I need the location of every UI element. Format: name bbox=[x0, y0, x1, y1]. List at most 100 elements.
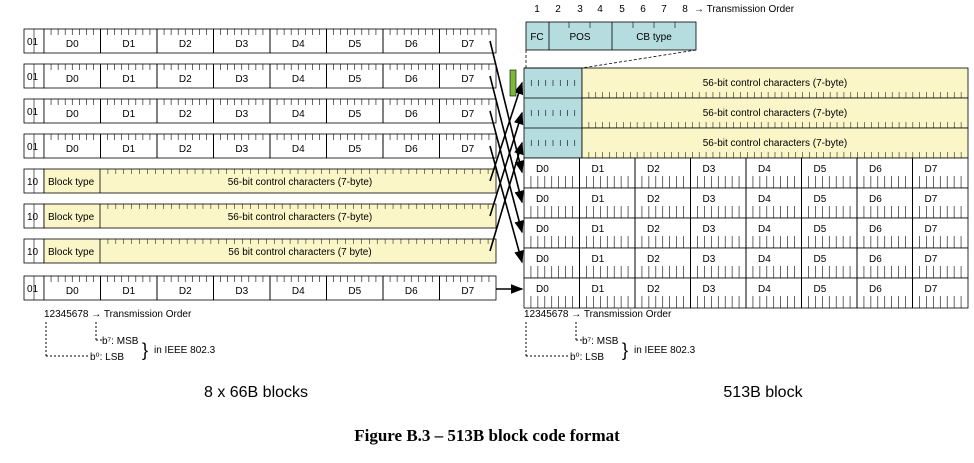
control-characters-label: 56-bit control characters (7-byte) bbox=[703, 138, 848, 149]
byte-label: D6 bbox=[869, 194, 882, 205]
bit-position-number: 7 bbox=[661, 4, 667, 15]
byte-label: D2 bbox=[179, 39, 192, 50]
block-type-label: Block type bbox=[48, 177, 95, 188]
legend-brace: } bbox=[142, 340, 148, 360]
byte-label: D7 bbox=[925, 254, 938, 265]
byte-label: D0 bbox=[536, 194, 549, 205]
byte-label: D6 bbox=[405, 109, 418, 120]
byte-label: D1 bbox=[122, 144, 135, 155]
byte-label: D3 bbox=[235, 109, 248, 120]
legend-brace: } bbox=[622, 340, 628, 360]
byte-label: D7 bbox=[461, 74, 474, 85]
byte-label: D6 bbox=[405, 144, 418, 155]
byte-label: D2 bbox=[179, 109, 192, 120]
byte-label: D6 bbox=[405, 74, 418, 85]
byte-label: D3 bbox=[235, 286, 248, 297]
byte-label: D3 bbox=[703, 284, 716, 295]
right-513b-block: 12345678→ Transmission OrderFCPOSCB type… bbox=[510, 4, 968, 308]
byte-label: D7 bbox=[461, 39, 474, 50]
sync-bits-label: 01 bbox=[27, 284, 39, 295]
lsb-label: b⁰: LSB bbox=[90, 352, 124, 363]
byte-label: D5 bbox=[814, 194, 827, 205]
control-characters-label: 56-bit control characters (7-byte) bbox=[703, 78, 848, 89]
byte-label: D0 bbox=[536, 164, 549, 175]
transmission-order-label: → Transmission Order bbox=[694, 4, 795, 15]
bit-order-legends: 12345678 → Transmission Order b⁷: MSB b⁰: … bbox=[44, 309, 804, 401]
bit-position-number: 2 bbox=[555, 4, 561, 15]
expansion-line bbox=[582, 50, 696, 68]
byte-label: D5 bbox=[348, 286, 361, 297]
byte-label: D2 bbox=[179, 286, 192, 297]
bit-position-number: 5 bbox=[619, 4, 625, 15]
byte-label: D7 bbox=[925, 224, 938, 235]
byte-label: D2 bbox=[179, 144, 192, 155]
control-characters-label: 56-bit control characters (7-byte) bbox=[228, 177, 373, 188]
byte-label: D0 bbox=[66, 74, 79, 85]
byte-label: D4 bbox=[758, 164, 771, 175]
byte-label: D6 bbox=[869, 224, 882, 235]
byte-label: D1 bbox=[592, 164, 605, 175]
transmission-order-label: 12345678 → Transmission Order bbox=[44, 309, 192, 320]
cb-type-field-label: CB type bbox=[636, 32, 672, 43]
byte-label: D7 bbox=[461, 109, 474, 120]
byte-label: D1 bbox=[592, 284, 605, 295]
msb-label: b⁷: MSB bbox=[102, 336, 139, 347]
sync-bits-label: 01 bbox=[27, 107, 39, 118]
block-group-title: 8 x 66B blocks bbox=[204, 384, 308, 401]
block-type-label: Block type bbox=[48, 212, 95, 223]
byte-label: D0 bbox=[536, 254, 549, 265]
byte-label: D4 bbox=[758, 284, 771, 295]
block-type-label: Block type bbox=[48, 247, 95, 258]
byte-label: D0 bbox=[66, 286, 79, 297]
byte-label: D1 bbox=[122, 286, 135, 297]
byte-label: D2 bbox=[179, 74, 192, 85]
byte-label: D1 bbox=[122, 74, 135, 85]
byte-label: D6 bbox=[869, 254, 882, 265]
control-characters-label: 56-bit control characters (7-byte) bbox=[703, 108, 848, 119]
bit-position-number: 8 bbox=[682, 4, 688, 15]
byte-label: D6 bbox=[869, 284, 882, 295]
byte-label: D0 bbox=[66, 39, 79, 50]
byte-label: D7 bbox=[461, 286, 474, 297]
byte-label: D5 bbox=[348, 109, 361, 120]
byte-label: D1 bbox=[592, 254, 605, 265]
control-characters-label: 56-bit control characters (7-byte) bbox=[228, 212, 373, 223]
ieee-label: in IEEE 802.3 bbox=[634, 345, 696, 356]
byte-label: D5 bbox=[348, 39, 361, 50]
first-bit-marker bbox=[510, 70, 516, 96]
control-characters-label: 56 bit control characters (7 byte) bbox=[228, 247, 371, 258]
byte-label: D2 bbox=[647, 164, 660, 175]
byte-label: D1 bbox=[592, 224, 605, 235]
msb-label: b⁷: MSB bbox=[582, 336, 619, 347]
byte-label: D5 bbox=[348, 144, 361, 155]
byte-label: D4 bbox=[292, 109, 305, 120]
byte-label: D0 bbox=[66, 109, 79, 120]
byte-label: D2 bbox=[647, 194, 660, 205]
byte-label: D1 bbox=[592, 194, 605, 205]
sync-bits-label: 01 bbox=[27, 72, 39, 83]
figure-caption: Figure B.3 – 513B block code format bbox=[0, 426, 974, 446]
left-66b-blocks: 01D0D1D2D3D4D5D6D701D0D1D2D3D4D5D6D701D0… bbox=[24, 29, 496, 300]
ieee-label: in IEEE 802.3 bbox=[154, 345, 216, 356]
byte-label: D4 bbox=[292, 74, 305, 85]
byte-label: D6 bbox=[869, 164, 882, 175]
byte-label: D3 bbox=[235, 144, 248, 155]
lsb-label: b⁰: LSB bbox=[570, 352, 604, 363]
bit-position-number: 6 bbox=[640, 4, 646, 15]
byte-label: D3 bbox=[703, 164, 716, 175]
sync-bits-label: 10 bbox=[27, 212, 39, 223]
byte-label: D4 bbox=[758, 194, 771, 205]
byte-label: D5 bbox=[814, 164, 827, 175]
byte-label: D4 bbox=[758, 254, 771, 265]
fc-field-label: FC bbox=[530, 32, 543, 43]
byte-label: D4 bbox=[292, 144, 305, 155]
byte-label: D1 bbox=[122, 109, 135, 120]
pos-field-label: POS bbox=[569, 32, 590, 43]
byte-label: D0 bbox=[66, 144, 79, 155]
byte-label: D5 bbox=[814, 254, 827, 265]
byte-label: D5 bbox=[814, 224, 827, 235]
byte-label: D6 bbox=[405, 286, 418, 297]
byte-label: D3 bbox=[703, 224, 716, 235]
byte-label: D4 bbox=[292, 39, 305, 50]
byte-label: D2 bbox=[647, 254, 660, 265]
